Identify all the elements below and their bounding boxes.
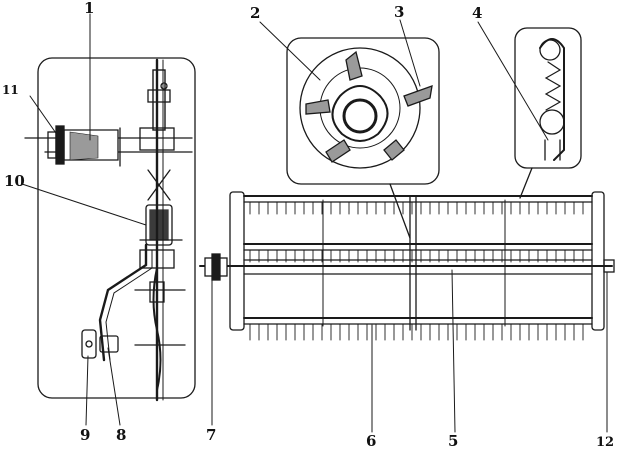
callout-9: 9: [80, 426, 90, 444]
tine-teeth: [249, 201, 584, 341]
callout-12: 12: [596, 435, 614, 450]
adjuster-bolt: [81, 329, 119, 359]
callout-4: 4: [472, 4, 482, 22]
spring-tine-detail: [514, 27, 582, 199]
callout-7: 7: [206, 426, 216, 444]
callout-5: 5: [448, 432, 458, 450]
leader-lines: [21, 13, 608, 433]
callout-11: 11: [2, 83, 19, 97]
reel-shaft: [24, 125, 193, 167]
callout-1: 1: [84, 0, 94, 17]
callout-6: 6: [366, 432, 376, 450]
eccentric-bracket: [134, 169, 186, 391]
side-view-panel: [24, 57, 196, 402]
reel-front-view: [199, 191, 615, 341]
callout-3: 3: [394, 3, 404, 21]
callout-2: 2: [250, 4, 260, 22]
linkage-rod: [98, 243, 153, 362]
callout-8: 8: [116, 426, 126, 444]
tine-bar-detail: [286, 37, 440, 239]
callout-10: 10: [4, 172, 25, 190]
